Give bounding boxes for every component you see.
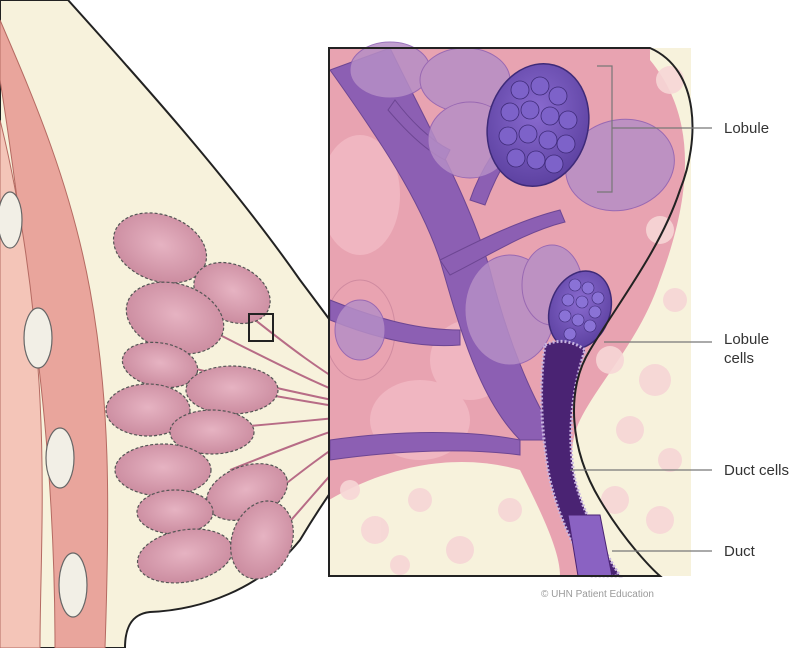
label-lobule-cells-line2: cells [724,349,769,368]
label-lobule-cells: Lobule cells [724,330,769,368]
label-lobule-cells-line1: Lobule [724,330,769,349]
label-duct: Duct [724,542,755,561]
label-duct-cells: Duct cells [724,461,789,480]
label-lobule: Lobule [724,119,769,138]
copyright-credit: © UHN Patient Education [541,589,654,600]
magnified-inset [320,42,692,576]
